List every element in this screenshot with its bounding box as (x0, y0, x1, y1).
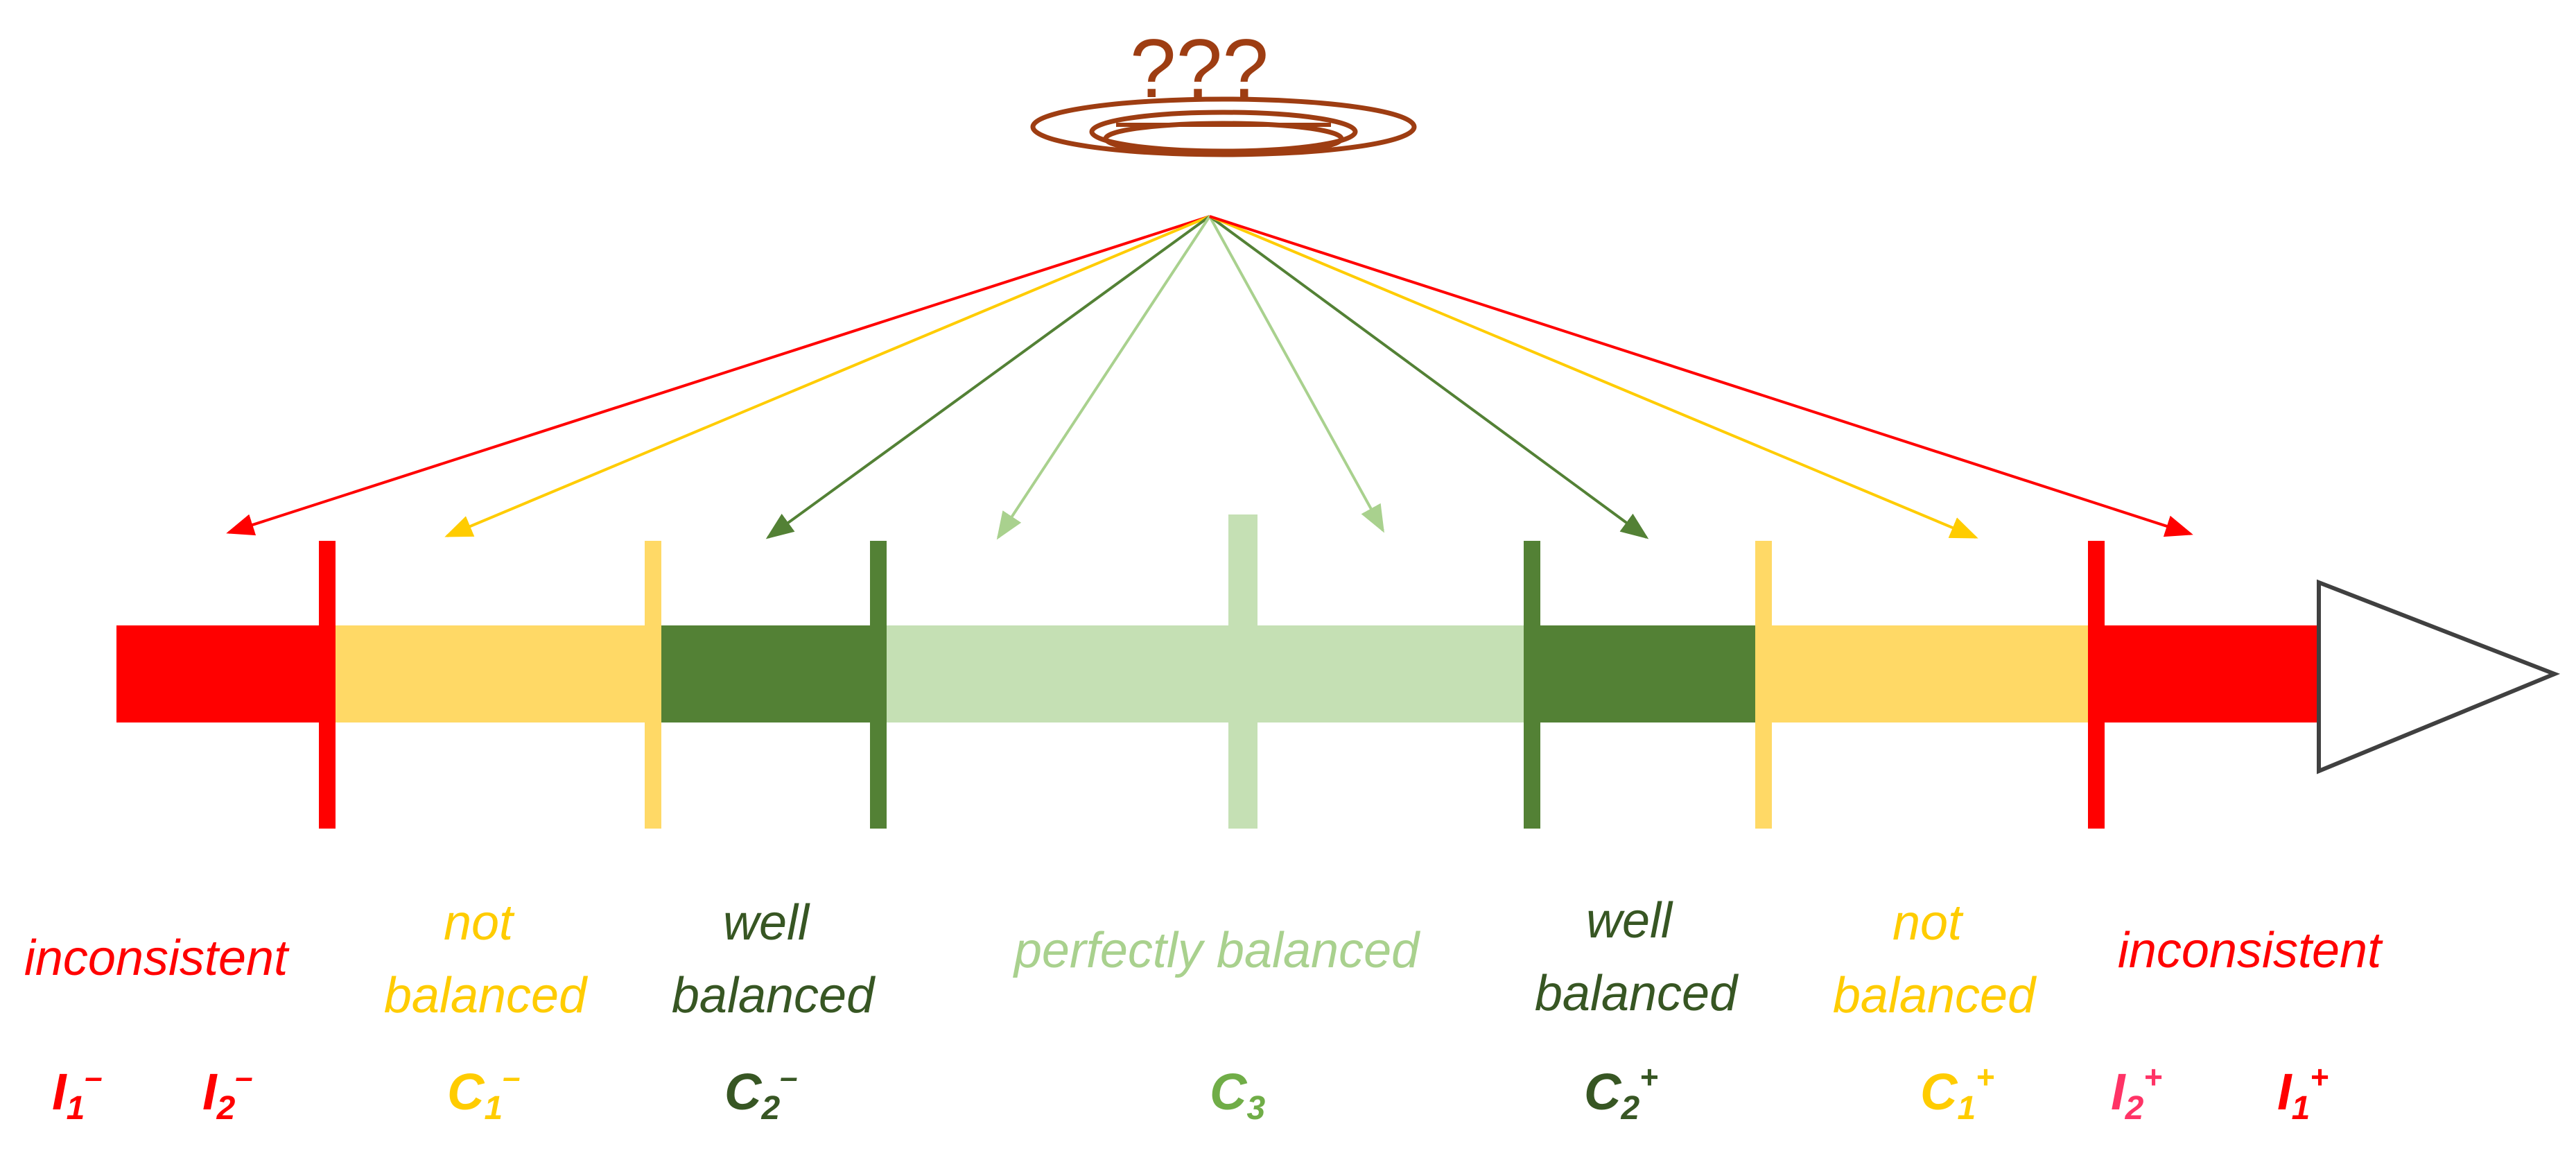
arrow-not-balanced-right (1209, 215, 1978, 539)
arrow-perfect-right (1208, 216, 1384, 533)
segment-perfectly-balanced (880, 625, 1529, 722)
tick-C2-plus (1524, 541, 1540, 829)
label-well-balanced-right: well balanced (1535, 893, 1739, 1021)
tick-I2-plus (2088, 541, 2105, 829)
tick-C1-plus (1755, 541, 1772, 829)
tick-C2-minus (870, 541, 887, 829)
symbol-C2-plus: C2+ (1584, 1059, 1658, 1127)
question-marks: ??? (1130, 22, 1269, 115)
arrow-not-balanced-left (444, 215, 1210, 537)
label-well-balanced-left: well balanced (672, 895, 876, 1023)
axis-arrowhead-icon (2317, 579, 2561, 774)
tick-C1-minus (645, 541, 661, 829)
symbol-I1-minus: I1– (52, 1059, 103, 1127)
segment-not-balanced-right (1757, 625, 2096, 722)
axis (116, 579, 2561, 774)
symbol-C1-minus: C1– (447, 1059, 521, 1127)
dish-icon (1030, 96, 1417, 157)
symbol-C3: C3 (1210, 1063, 1265, 1127)
symbol-C2-minus: C2– (724, 1059, 798, 1127)
region-labels: inconsistent not balanced well balanced … (24, 893, 2383, 1023)
arrow-well-balanced-left (765, 215, 1211, 539)
pointer-arrows (226, 215, 2193, 540)
tick-I2-minus (319, 541, 336, 829)
boundary-ticks (319, 514, 2105, 829)
symbol-I1-plus: I1+ (2277, 1059, 2329, 1127)
arrow-well-balanced-right (1208, 215, 1649, 539)
segment-inconsistent-left (116, 625, 328, 722)
label-not-balanced-left: not balanced (384, 895, 588, 1023)
arrow-inconsistent-left (226, 215, 1210, 536)
arrow-perfect-left (996, 215, 1211, 540)
arrow-inconsistent-right (1209, 215, 2193, 537)
label-perfectly-balanced: perfectly balanced (1013, 923, 1420, 978)
symbol-I2-plus: I2+ (2111, 1059, 2162, 1127)
symbol-I2-minus: I2– (202, 1059, 253, 1127)
label-not-balanced-right: not balanced (1833, 895, 2037, 1023)
symbol-C1-plus: C1+ (1920, 1059, 1994, 1127)
tick-C3 (1228, 514, 1257, 829)
segment-not-balanced-left (328, 625, 652, 722)
threshold-symbols: I1– I2– C1– C2– C3 C2+ C1+ I2+ I1+ (52, 1059, 2329, 1127)
label-inconsistent-right: inconsistent (2118, 923, 2383, 978)
label-inconsistent-left: inconsistent (24, 931, 290, 986)
segment-well-balanced-right (1529, 625, 1757, 722)
segment-inconsistent-right (2096, 625, 2319, 722)
segment-well-balanced-left (652, 625, 880, 722)
